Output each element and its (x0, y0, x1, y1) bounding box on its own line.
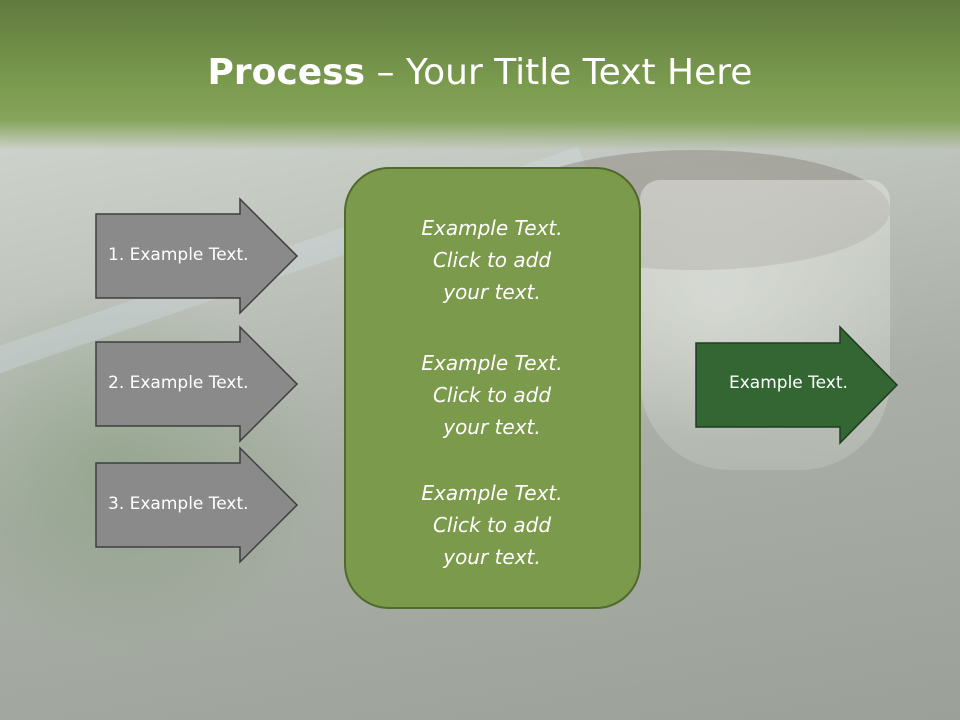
center-box[interactable] (344, 167, 641, 609)
title-bold: Process (207, 52, 366, 93)
output-label: Example Text. (729, 373, 848, 393)
center-text-line: Click to add (432, 248, 552, 272)
center-text-line: Example Text. (421, 481, 563, 505)
center-text-line: Example Text. (421, 351, 563, 375)
center-text-line: Example Text. (421, 216, 563, 240)
center-text-line: your text. (443, 280, 541, 304)
output-arrow[interactable] (695, 325, 899, 445)
center-text-block-3[interactable]: Example Text. Click to add your text. (346, 477, 638, 573)
title-rest: – Your Title Text Here (365, 52, 753, 93)
input-label-2: 2. Example Text. (108, 373, 249, 393)
center-text-line: Click to add (432, 383, 552, 407)
input-arrow-3[interactable] (95, 446, 299, 564)
title-banner (0, 0, 960, 150)
center-text-block-1[interactable]: Example Text. Click to add your text. (346, 212, 638, 308)
input-label-1: 1. Example Text. (108, 245, 249, 265)
slide-title[interactable]: Process – Your Title Text Here (0, 52, 960, 93)
input-arrow-2[interactable] (95, 325, 299, 443)
center-text-line: Click to add (432, 513, 552, 537)
center-text-line: your text. (443, 415, 541, 439)
input-arrow-1[interactable] (95, 197, 299, 315)
center-text-line: your text. (443, 545, 541, 569)
center-text-block-2[interactable]: Example Text. Click to add your text. (346, 347, 638, 443)
input-label-3: 3. Example Text. (108, 494, 249, 514)
